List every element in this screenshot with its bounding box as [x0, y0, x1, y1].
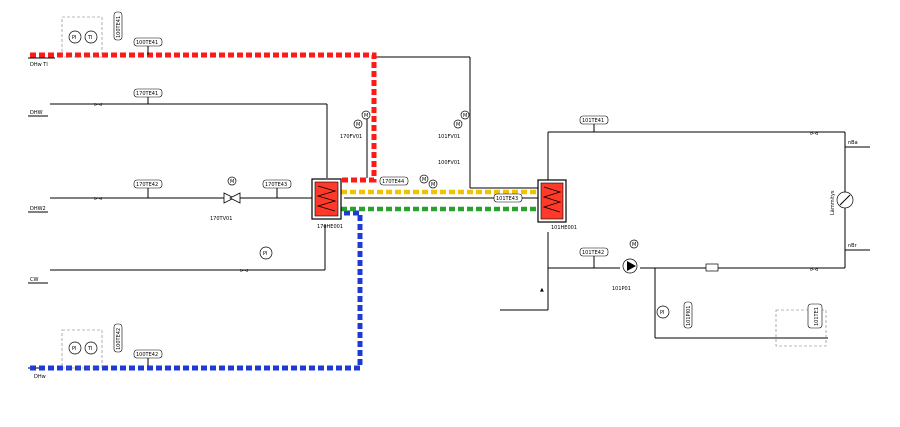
control-valve-row3-icon: [223, 192, 235, 204]
hx1-tag: 170HE001: [317, 224, 343, 230]
hx2-tag: 101HE001: [551, 225, 577, 231]
tag-row3: 170TE42: [136, 182, 158, 188]
ti-top-label: TI: [87, 35, 93, 41]
motor-center-label: M: [422, 177, 426, 183]
check-valve-row4-icon: ⊳⊲: [240, 268, 248, 274]
outlet-labels: nBa nBr: [848, 140, 858, 249]
tag-row3b: 170TE43: [265, 182, 287, 188]
right-box-tag: 101TE1: [814, 307, 820, 326]
tag-top-vertical: 100TE41: [116, 16, 122, 38]
tag-mid: 170TE44: [382, 179, 404, 185]
inlet-2-label: DHW: [30, 110, 43, 116]
right-section: 101TE41 101TE42 M 101P01 Lämmitys PI 101…: [540, 115, 854, 347]
drain-valve-icon: ▲: [540, 287, 544, 293]
outlet-1-label: nBa: [848, 140, 858, 146]
heat-exchanger-2: 101HE001: [537, 179, 577, 231]
motor-pump-label: M: [632, 242, 636, 248]
instrument-cluster-top: PI TI 100TE41 100TE41: [61, 11, 163, 58]
valve-row3-tag: 170TV01: [210, 216, 232, 222]
motor-right2-label: M: [456, 122, 460, 128]
tag-bottom-vertical: 100TE42: [116, 328, 122, 350]
tag-right1: 101TE41: [582, 118, 604, 124]
inlet-3-label: DHW2: [30, 206, 46, 212]
middle-valves: M M 170FV01 M M 101FV01 100FV01 M M 170T…: [340, 110, 523, 203]
motor-right-label: M: [463, 113, 467, 119]
valve-right-tag: 101FV01: [438, 134, 460, 140]
instrument-cluster-bottom: PI TI 100TE42 100TE42: [61, 323, 163, 369]
check-valve-row3-icon: ⊳⊲: [94, 196, 102, 202]
piping-lines: [28, 56, 870, 369]
motor-mid-label: M: [364, 113, 368, 119]
tag-top-line: 100TE41: [136, 40, 158, 46]
inlet-1-label: DHw Tl: [30, 62, 48, 68]
heat-exchanger-1: 170HE001: [311, 178, 343, 230]
tag-row2: 170TE41: [136, 91, 158, 97]
ti-bottom-label: TI: [87, 346, 93, 352]
motor-row3-label: M: [230, 179, 234, 185]
stream-blue: [30, 210, 363, 371]
pi-bottom-label: PI: [72, 346, 77, 352]
pressure-indicator-top-icon: [68, 30, 82, 44]
inlet-5-label: DHw: [34, 374, 46, 380]
tag-mid2: 101TE43: [496, 196, 518, 202]
check-valve-right2-icon: ⊳⊲: [810, 267, 818, 273]
pi-row4-label: PI: [263, 251, 268, 257]
check-valve-row2-icon: ⊳⊲: [94, 102, 102, 108]
strainer-icon: [705, 263, 719, 272]
load-label: Lämmitys: [830, 190, 836, 215]
pressure-indicator-bottom-icon: [68, 341, 82, 355]
temp-indicator-bottom-icon: [84, 341, 98, 355]
stream-red: [30, 52, 377, 183]
row-4-instruments: PI ⊳⊲: [240, 246, 273, 274]
tag-bottom-line: 100TE42: [136, 352, 158, 358]
pressure-indicator-right-icon: [656, 305, 670, 319]
pi-top-label: PI: [72, 35, 77, 41]
row-2-instruments: 170TE41 ⊳⊲: [94, 88, 163, 108]
row-3-instruments: 170TE42 ⊳⊲ M 170TV01 170TE43: [94, 176, 292, 222]
inlet-labels: DHw Tl DHW DHW2 CW DHw: [28, 62, 48, 380]
valve-mid-tag: 170FV01: [340, 134, 362, 140]
tag-right2: 101TE42: [582, 250, 604, 256]
motor-center2-label: M: [431, 182, 435, 188]
check-valve-right-icon: ⊳⊲: [810, 131, 818, 137]
sensor-right-tag: 101PI01: [686, 306, 692, 326]
pump-tag: 101P01: [612, 286, 631, 292]
temp-indicator-top-icon: [84, 30, 98, 44]
valve-center-tag: 100FV01: [438, 160, 460, 166]
pi-right-label: PI: [660, 310, 665, 316]
outlet-2-label: nBr: [848, 243, 858, 249]
inlet-4-label: CW: [30, 277, 38, 283]
pressure-indicator-row4-icon: [259, 246, 273, 260]
motor-mid2-label: M: [356, 122, 360, 128]
